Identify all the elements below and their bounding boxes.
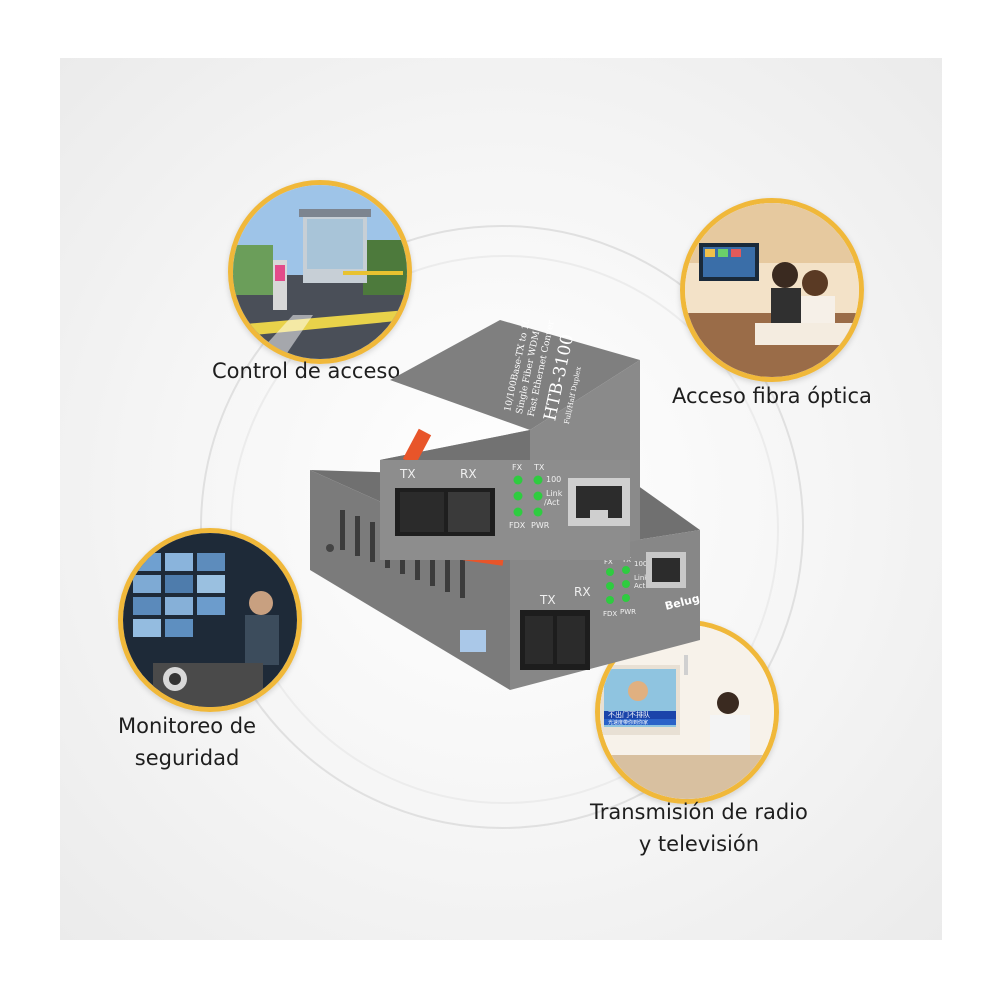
bottom-rx-label: RX [574,585,591,599]
top-orange-label [402,428,432,466]
media-converters: TX RX FX TX 100 Link Act FDX PWR Belug 1… [310,320,701,690]
top-converter: 10/100Base-TX to 100Base-FX Single Fiber… [380,320,640,560]
led [606,568,614,576]
bottom-fx-label: FX [604,558,613,566]
led [513,507,523,517]
tv-banner-line1: 不出门不排队 [608,710,650,719]
top-act-label: /Act [544,498,560,507]
security-monitoring-image [118,528,302,712]
led [622,594,630,602]
caption-monitoring-line2: seguridad [134,746,240,770]
top-pwr-label: PWR [531,521,550,530]
tv-banner-line2: 光速度带你到你家 [608,719,648,726]
caption-fiber-access: Acceso fibra óptica [672,384,872,408]
sticker [460,630,486,652]
fiber-access-image [680,198,864,382]
led [533,491,543,501]
caption-access-control: Control de acceso [212,359,401,383]
led [513,491,523,501]
caption-broadcast-line2: y televisión [638,832,760,856]
led [622,580,630,588]
bottom-act-label: Act [634,582,646,590]
caption-monitoring: Monitoreo de seguridad [118,710,256,774]
top-100-label: 100 [546,475,561,484]
led [622,566,630,574]
top-link-label: Link [546,489,563,498]
led [606,596,614,604]
led [533,475,543,485]
bottom-tx-label: TX [539,593,556,607]
top-fx-label: FX [512,463,523,472]
bottom-pwr-label: PWR [620,608,636,616]
caption-monitoring-line1: Monitoreo de [118,714,257,738]
led [513,475,523,485]
led [533,507,543,517]
top-txled-label: TX [533,463,545,472]
bottom-link-label: Link [634,574,649,582]
bottom-fdx-label: FDX [603,610,617,618]
caption-broadcast: Transmisión de radio y televisión [590,796,808,860]
caption-broadcast-line1: Transmisión de radio [590,800,808,824]
top-tx-label: TX [399,467,416,481]
led [606,582,614,590]
bottom-100-label: 100 [634,560,647,568]
screw-hole [326,544,334,552]
top-fdx-label: FDX [509,521,526,530]
top-rx-label: RX [460,467,477,481]
connection-ring [200,225,804,829]
